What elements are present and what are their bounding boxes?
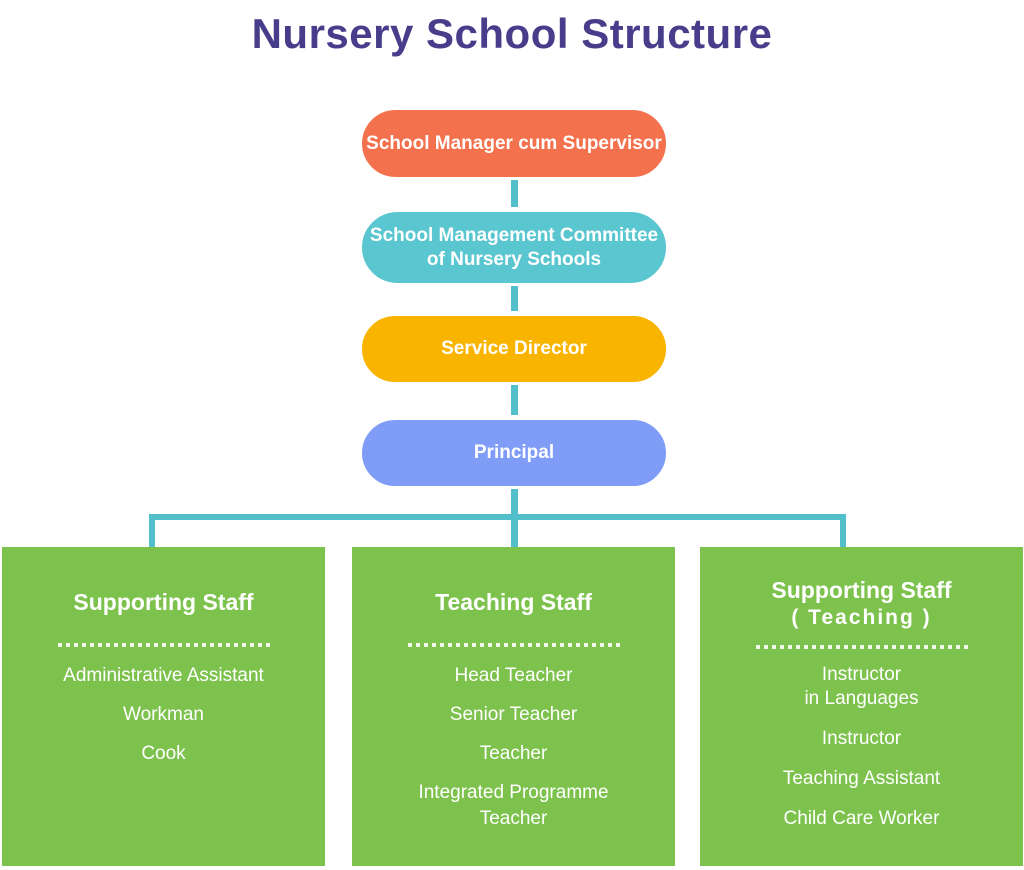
node-management-committee-label: School Management Committee of Nursery S…: [369, 224, 659, 270]
dotted-divider: [755, 645, 968, 649]
member-list: Administrative Assistant Workman Cook: [63, 663, 264, 780]
member-item: Workman: [123, 704, 204, 725]
member-item: Cook: [141, 743, 186, 764]
connector-line: [511, 180, 518, 209]
member-item: Administrative Assistant: [63, 665, 264, 686]
member-item: Integrated Programme Teacher: [418, 782, 609, 829]
department-supporting-staff-teaching: Supporting Staff ( Teaching ) Instructor…: [700, 547, 1023, 866]
connector-drop-right: [840, 514, 846, 547]
connector-drop-left: [149, 514, 155, 547]
department-teaching-staff: Teaching Staff Head Teacher Senior Teach…: [352, 547, 675, 866]
member-item: Head Teacher: [454, 665, 573, 686]
connector-branch-horizontal: [149, 514, 846, 520]
node-principal: Principal: [357, 415, 671, 491]
node-service-director: Service Director: [357, 311, 671, 387]
member-list: Head Teacher Senior Teacher Teacher Inte…: [418, 663, 608, 845]
member-item: Senior Teacher: [449, 704, 578, 725]
department-title: Teaching Staff: [435, 589, 592, 615]
member-list: Instructor in Languages Instructor Teach…: [783, 663, 940, 847]
connector-line: [511, 286, 518, 313]
node-principal-label: Principal: [473, 442, 555, 463]
member-item: Instructor in Languages: [804, 664, 919, 709]
member-item: Teaching Assistant: [782, 768, 941, 789]
member-item: Teacher: [479, 743, 548, 764]
department-title: Supporting Staff: [73, 589, 254, 615]
department-title: Supporting Staff: [771, 577, 952, 603]
connector-line: [511, 385, 518, 417]
dotted-divider: [407, 643, 620, 647]
dotted-divider: [57, 643, 270, 647]
node-school-manager-label: School Manager cum Supervisor: [366, 132, 662, 154]
chart-title: Nursery School Structure: [251, 10, 773, 57]
node-service-director-label: Service Director: [441, 338, 587, 359]
department-subtitle: ( Teaching ): [791, 606, 932, 629]
node-school-manager: School Manager cum Supervisor: [357, 105, 671, 182]
member-item: Instructor: [821, 728, 902, 749]
department-supporting-staff: Supporting Staff Administrative Assistan…: [2, 547, 325, 866]
node-management-committee: School Management Committee of Nursery S…: [357, 207, 671, 288]
member-item: Child Care Worker: [783, 808, 940, 829]
